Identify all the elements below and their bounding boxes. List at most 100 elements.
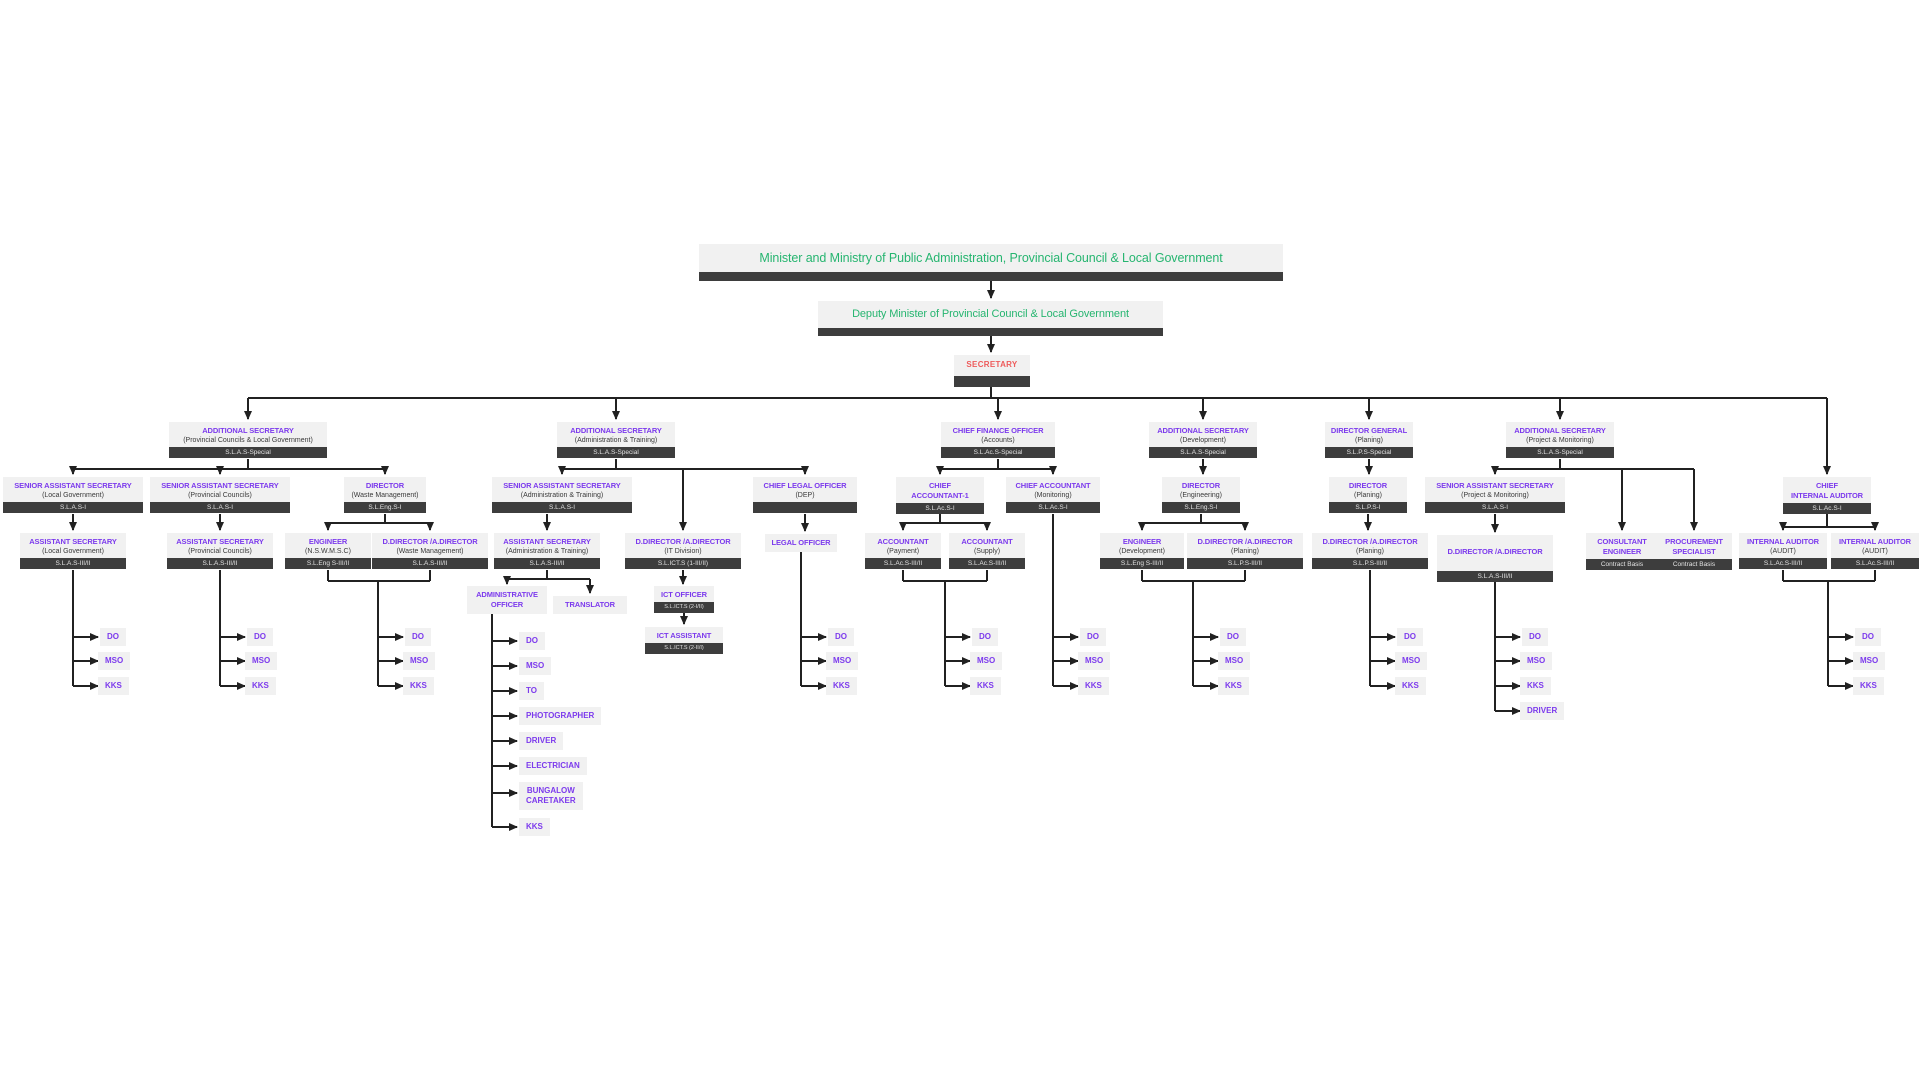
node-subtitle: (Supply) xyxy=(973,547,1001,555)
grade-bar: S.L.P.S-III/II xyxy=(1312,558,1428,570)
node-title: D.DIRECTOR /A.DIRECTOR xyxy=(382,537,478,546)
node-subtitle: (Administration & Training) xyxy=(574,436,658,444)
senior-assistant-secretary-local-government: SENIOR ASSISTANT SECRETARY(Local Governm… xyxy=(3,477,143,514)
administrative-officer: ADMINISTRATIVE OFFICER xyxy=(467,586,547,614)
leaf-kks: KKS xyxy=(1395,677,1426,695)
translator: TRANSLATOR xyxy=(553,596,627,614)
internal-auditor-2: INTERNAL AUDITOR(AUDIT)S.L.Ac.S-III/II xyxy=(1831,533,1919,570)
node-title: LEGAL OFFICER xyxy=(771,538,831,547)
senior-assistant-secretary-provincial-councils: SENIOR ASSISTANT SECRETARY(Provincial Co… xyxy=(150,477,290,514)
grade-bar: S.L.Eng.S-I xyxy=(344,502,426,514)
node-subtitle: (Development) xyxy=(1180,436,1226,444)
grade-bar: S.L.A.S-III/II xyxy=(494,558,600,570)
node-subtitle: (Planing) xyxy=(1355,547,1384,555)
node-subtitle: (AUDIT) xyxy=(1862,547,1888,555)
node-title: SENIOR ASSISTANT SECRETARY xyxy=(503,481,621,490)
node-subtitle: (Planing) xyxy=(1230,547,1259,555)
leaf-mso: MSO xyxy=(826,652,859,670)
grade-bar: S.L.A.S-III/II xyxy=(1437,570,1553,582)
leaf-to: TO xyxy=(519,682,544,700)
node-title: D.DIRECTOR /A.DIRECTOR xyxy=(635,537,731,546)
grade-bar: S.L.Ac.S-III/II xyxy=(865,558,941,570)
node-subtitle: (IT Division) xyxy=(664,547,702,555)
leaf-mso: MSO xyxy=(519,657,552,675)
senior-assistant-secretary-project-monitoring: SENIOR ASSISTANT SECRETARY(Project & Mon… xyxy=(1425,477,1565,514)
leaf-mso: MSO xyxy=(245,652,278,670)
director-waste-management: DIRECTOR(Waste Management)S.L.Eng.S-I xyxy=(344,477,426,514)
node-subtitle: (Planing) xyxy=(1354,436,1383,444)
node-subtitle: (Administration & Training) xyxy=(505,547,589,555)
grade-bar: S.L.Ac.S-Special xyxy=(941,447,1055,459)
leaf-driver: DRIVER xyxy=(1520,702,1565,720)
additional-secretary-project-monitoring: ADDITIONAL SECRETARY(Project & Monitorin… xyxy=(1506,422,1614,459)
grade-bar: S.L.Ac.S-III/II xyxy=(949,558,1025,570)
additional-secretary-development: ADDITIONAL SECRETARY(Development)S.L.A.S… xyxy=(1149,422,1257,459)
grade-bar: S.L.A.S-Special xyxy=(557,447,675,459)
assistant-secretary-administration-training: ASSISTANT SECRETARY(Administration & Tra… xyxy=(494,533,600,570)
deputy-director-it-division: D.DIRECTOR /A.DIRECTOR(IT Division) S.L.I… xyxy=(625,533,741,570)
node-subtitle: (Project & Monitoring) xyxy=(1461,491,1529,499)
leaf-mso: MSO xyxy=(1078,652,1111,670)
grade-bar: S.L.ICT.S (1-III/II) xyxy=(625,558,741,570)
node-title: PROCUREMENT SPECIALIST xyxy=(1665,537,1723,556)
node-subtitle: (Accounts) xyxy=(981,436,1015,444)
node-subtitle: (Provincial Councils) xyxy=(188,491,252,499)
node-subtitle: (AUDIT) xyxy=(1770,547,1796,555)
leaf-do: DO xyxy=(519,632,545,650)
node-subtitle: (Monitoring) xyxy=(1034,491,1072,499)
leaf-kks: KKS xyxy=(98,677,129,695)
node-subtitle: (Development) xyxy=(1119,547,1165,555)
node-title: ADMINISTRATIVE OFFICER xyxy=(476,590,538,609)
leaf-do: DO xyxy=(1397,628,1423,646)
node-title: ASSISTANT SECRETARY xyxy=(176,537,264,546)
leaf-kks: KKS xyxy=(826,677,857,695)
leaf-electrician: ELECTRICIAN xyxy=(519,757,587,775)
node-title: ACCOUNTANT xyxy=(877,537,929,546)
leaf-kks: KKS xyxy=(1078,677,1109,695)
additional-secretary-provincial-councils-local-government: ADDITIONAL SECRETARY(Provincial Councils… xyxy=(169,422,327,459)
node-title: SENIOR ASSISTANT SECRETARY xyxy=(14,481,132,490)
leaf-do: DO xyxy=(405,628,431,646)
grade-bar: S.L.Eng.S-I xyxy=(1162,502,1240,514)
node-title: CHIEF FINANCE OFFICER xyxy=(952,426,1044,435)
node-title: DIRECTOR xyxy=(1348,481,1388,490)
deputy-director-planing: D.DIRECTOR /A.DIRECTOR(Planing)S.L.P.S-I… xyxy=(1312,533,1428,570)
deputy-director-planing-development: D.DIRECTOR /A.DIRECTOR(Planing)S.L.P.S-I… xyxy=(1187,533,1303,570)
leaf-driver: DRIVER xyxy=(519,732,564,750)
node-title: ENGINEER xyxy=(1122,537,1162,546)
grade-bar: S.L.Ac.S-III/II xyxy=(1831,558,1919,570)
grade-bar: S.L.Ac.S-I xyxy=(1006,502,1100,514)
node-title: DIRECTOR GENERAL xyxy=(1330,426,1408,435)
director-planing: DIRECTOR(Planing)S.L.P.S-I xyxy=(1329,477,1407,514)
additional-secretary-administration-training: ADDITIONAL SECRETARY(Administration & Tr… xyxy=(557,422,675,459)
grade-bar: S.L.A.S-Special xyxy=(1506,447,1614,459)
node-subtitle: (Waste Management) xyxy=(351,491,419,499)
node-title: Minister and Ministry of Public Administ… xyxy=(759,251,1223,265)
node-title: CHIEF ACCOUNTANT-1 xyxy=(911,481,969,500)
senior-assistant-secretary-administration-training: SENIOR ASSISTANT SECRETARY(Administratio… xyxy=(492,477,632,514)
leaf-do: DO xyxy=(828,628,854,646)
leaf-mso: MSO xyxy=(1395,652,1428,670)
grade-bar xyxy=(954,375,1030,387)
node-subtitle: (Project & Monitoring) xyxy=(1526,436,1594,444)
minister-box: Minister and Ministry of Public Administ… xyxy=(699,244,1283,281)
node-subtitle: (N.S.W.M.S.C) xyxy=(305,547,351,555)
grade-bar: S.L.Ac.S-I xyxy=(1783,502,1871,514)
leaf-kks: KKS xyxy=(1218,677,1249,695)
leaf-do: DO xyxy=(1522,628,1548,646)
grade-bar: S.L.Ac.S-III/II xyxy=(1739,558,1827,570)
node-subtitle: (Provincial Councils & Local Government) xyxy=(183,436,313,444)
node-title: ADDITIONAL SECRETARY xyxy=(1514,426,1606,435)
leaf-kks: KKS xyxy=(245,677,276,695)
node-title: ASSISTANT SECRETARY xyxy=(29,537,117,546)
node-title: ACCOUNTANT xyxy=(961,537,1013,546)
node-subtitle: (Administration & Training) xyxy=(520,491,604,499)
grade-bar: S.L.Eng S-III/II xyxy=(285,558,371,570)
grade-bar: S.L.Ac.S-I xyxy=(896,502,984,514)
